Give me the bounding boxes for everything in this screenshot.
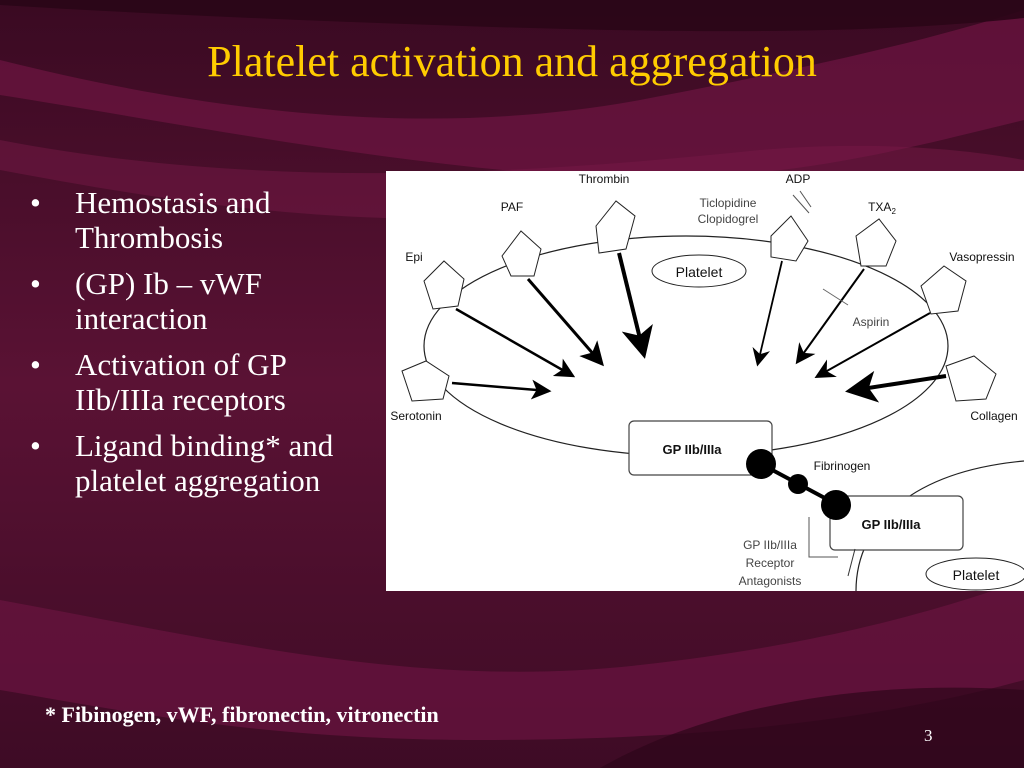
serotonin-label: Serotonin	[390, 409, 441, 423]
vasopressin-receptor	[920, 265, 967, 315]
fibrinogen-label: Fibrinogen	[814, 459, 871, 473]
collagen-receptor	[945, 355, 997, 402]
paf-label: PAF	[501, 200, 523, 214]
vasopressin-arrow	[814, 312, 931, 378]
footnote: * Fibinogen, vWF, fibronectin, vitronect…	[45, 702, 439, 727]
gp-iib-iiia-label-2: GP IIb/IIIa	[861, 517, 921, 532]
aspirin-label: Aspirin	[853, 315, 890, 329]
adp-label: ADP	[786, 172, 811, 186]
bullet-text: Hemostasis and Thrombosis	[75, 185, 271, 255]
bullet-item: • Hemostasis and Thrombosis	[30, 185, 365, 255]
vasopressin-label: Vasopressin	[949, 250, 1014, 264]
gp-iib-iiia-box-2	[829, 495, 964, 551]
paf-receptor	[501, 230, 542, 277]
bullet-text: (GP) Ib – vWF interaction	[75, 266, 262, 336]
bullet-item: • Activation of GP IIb/IIIa receptors	[30, 347, 365, 417]
slide-number: 3	[924, 726, 933, 745]
txa2-label-main: TXA	[868, 200, 891, 214]
ticlopidine-label: Ticlopidine	[700, 196, 757, 210]
diagram-canvas: Platelet Platelet Thrombin ADP PAF TXA2 …	[390, 172, 1024, 591]
aspirin-block-mark	[822, 288, 849, 306]
fibrinogen-node	[821, 490, 851, 520]
serotonin-arrow	[451, 379, 552, 400]
antagonists-label-line3: Antagonists	[739, 574, 802, 588]
clopidogrel-label: Clopidogrel	[698, 212, 759, 226]
paf-arrow	[526, 278, 604, 367]
bullet-text: Activation of GP IIb/IIIa receptors	[75, 347, 286, 417]
fibrinogen-node	[788, 474, 808, 494]
platelet-label: Platelet	[676, 264, 723, 280]
gp-iib-iiia-box	[628, 420, 773, 476]
txa2-label-subscript: 2	[891, 207, 896, 216]
ticlopidine-block-mark	[792, 194, 810, 214]
serotonin-receptor	[401, 360, 450, 402]
thrombin-receptor	[595, 200, 636, 254]
antagonist-block-mark	[847, 548, 856, 577]
platelet-label-oval	[651, 254, 747, 288]
epi-receptor	[423, 260, 465, 310]
adp-receptor	[770, 215, 809, 262]
antagonists-label-line1: GP IIb/IIIa	[743, 538, 797, 552]
platelet-label-2: Platelet	[953, 567, 1000, 583]
bullet-item: • Ligand binding* and platelet aggregatio…	[30, 428, 365, 498]
bullet-item: • (GP) Ib – vWF interaction	[30, 266, 365, 336]
thrombin-label: Thrombin	[579, 172, 630, 186]
epi-label: Epi	[405, 250, 422, 264]
epi-arrow	[455, 307, 576, 378]
bullet-marker: •	[30, 347, 41, 382]
antagonist-bracket	[808, 517, 838, 558]
txa2-receptor	[855, 218, 897, 267]
platelet-activation-diagram: Platelet Platelet Thrombin ADP PAF TXA2 …	[386, 171, 1024, 591]
antagonists-label-line2: Receptor	[746, 556, 795, 570]
collagen-arrow	[845, 370, 947, 403]
slide-title: Platelet activation and aggregation	[207, 37, 817, 86]
txa2-arrow	[795, 268, 865, 365]
bullet-marker: •	[30, 185, 41, 220]
bullet-marker: •	[30, 266, 41, 301]
ticlopidine-block-mark-2	[799, 190, 812, 208]
collagen-label: Collagen	[970, 409, 1017, 423]
txa2-label: TXA2	[868, 200, 896, 216]
platelet-label-oval-2	[925, 557, 1024, 591]
gp-iib-iiia-label: GP IIb/IIIa	[662, 442, 722, 457]
fibrinogen-node	[746, 449, 776, 479]
adp-arrow	[752, 260, 783, 367]
thrombin-arrow	[617, 252, 653, 359]
bullet-list: • Hemostasis and Thrombosis • (GP) Ib – vW…	[30, 185, 365, 509]
bullet-marker: •	[30, 428, 41, 463]
bullet-text: Ligand binding* and platelet aggregation	[75, 428, 334, 498]
